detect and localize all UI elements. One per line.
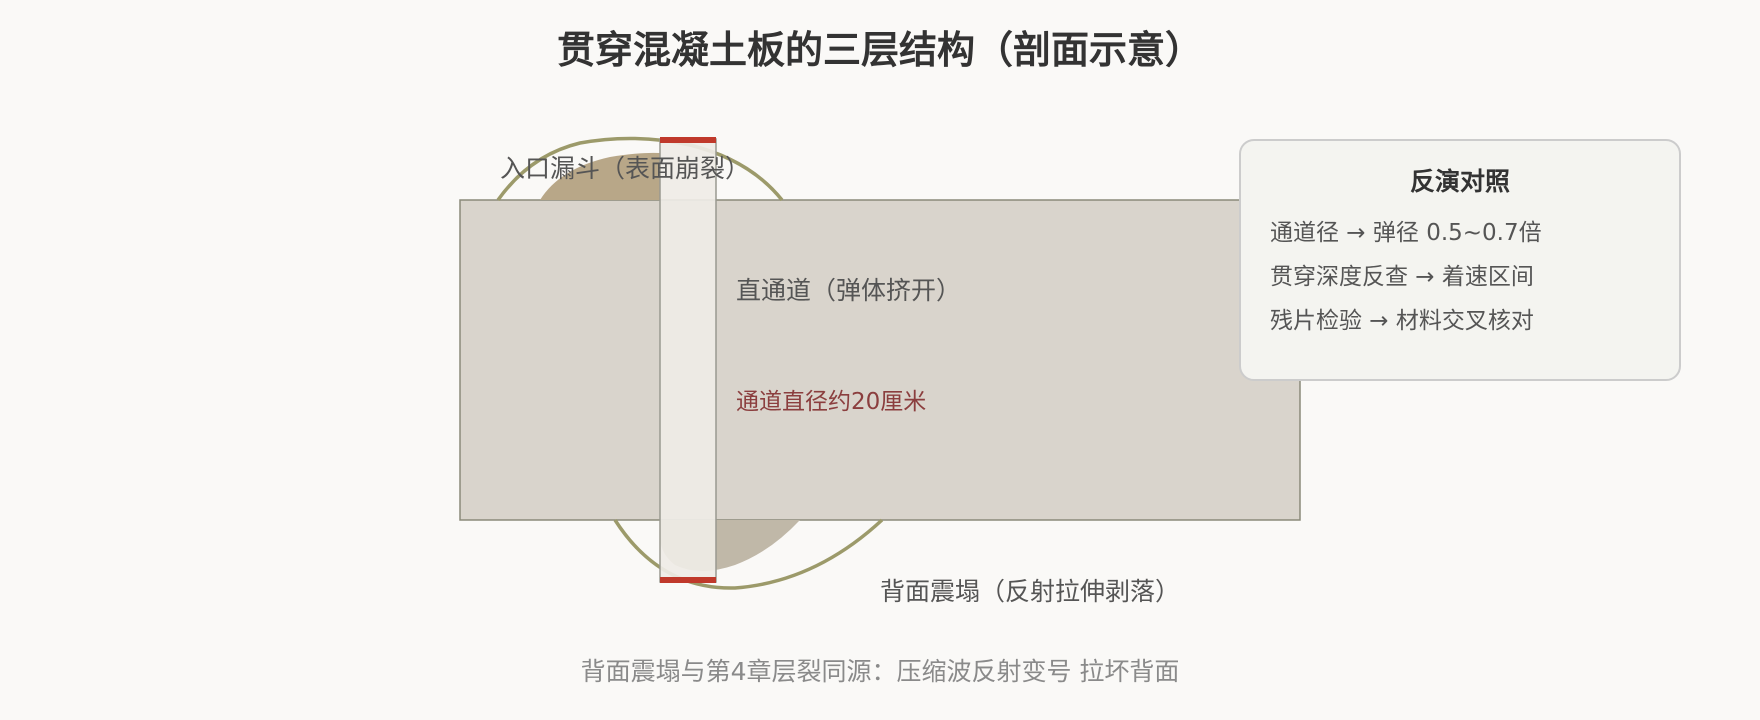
inversion-item: 通道径 → 弹径 0.5~0.7倍 [1270, 220, 1542, 246]
footnote: 背面震塌与第4章层裂同源：压缩波反射变号 拉坏背面 [581, 657, 1180, 686]
diagram-title: 贯穿混凝土板的三层结构（剖面示意） [557, 28, 1203, 72]
inversion-box: 反演对照 通道径 → 弹径 0.5~0.7倍 贯穿深度反查 → 着速区间 残片检… [1239, 139, 1681, 381]
concrete-slab [459, 199, 1301, 521]
inversion-item: 残片检验 → 材料交叉核对 [1270, 308, 1534, 334]
inversion-box-panel [1239, 139, 1681, 381]
inversion-box-title: 反演对照 [1410, 167, 1510, 196]
entry-crater [540, 152, 660, 200]
inversion-item: 贯穿深度反查 → 着速区间 [1270, 264, 1534, 290]
spall-outline [613, 518, 884, 590]
channel-bottom-cap [660, 577, 716, 583]
spall-label: 背面震塌（反射拉伸剥落） [880, 577, 1180, 606]
channel-label: 直通道（弹体挤开） [736, 276, 961, 305]
channel-diameter-label: 通道直径约20厘米 [736, 389, 926, 415]
penetration-channel [659, 138, 717, 583]
channel-top-cap [660, 137, 716, 143]
entry-funnel-label: 入口漏斗（表面崩裂） [500, 154, 750, 183]
entry-funnel-outline [496, 136, 784, 202]
